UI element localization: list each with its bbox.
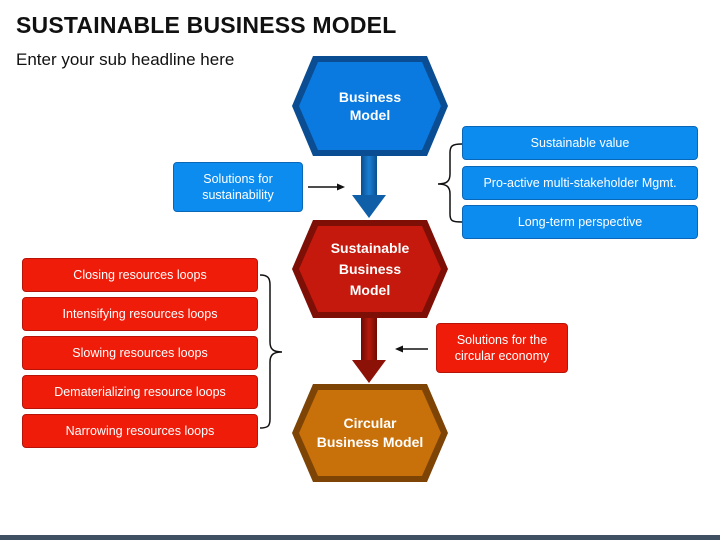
hexagon-sustainable-business-model [292, 220, 448, 318]
hexagon-label-sustainable-business-model: Sustainable Business Model [330, 239, 410, 298]
dematerializing-resource-loops-box: Dematerializing resource loops [22, 375, 258, 409]
narrowing-resources-loops-box: Narrowing resources loops [22, 414, 258, 448]
arrow-sustainable-to-circular [352, 315, 386, 383]
multi-stakeholder-box: Pro-active multi-stakeholder Mgmt. [462, 166, 698, 200]
sustainable-value-box: Sustainable value [462, 126, 698, 160]
pointer-arrow-left-blue [308, 183, 345, 191]
solutions-for-sustainability-box: Solutions for sustainability [173, 162, 303, 212]
hexagon-business-model [292, 56, 448, 156]
hexagon-label-circular-business-model: Circular Business Model [316, 415, 424, 450]
page-subtitle: Enter your sub headline here [16, 50, 235, 69]
pointer-arrow-right-red [395, 345, 428, 353]
page-title: SUSTAINABLE BUSINESS MODEL [16, 12, 397, 38]
closing-resources-loops-box: Closing resources loops [22, 258, 258, 292]
arrow-business-to-sustainable [352, 152, 386, 218]
curly-bracket-left-group [259, 274, 283, 429]
hexagon-label-business-model: Business Model [338, 89, 402, 123]
intensifying-resources-loops-box: Intensifying resources loops [22, 297, 258, 331]
solutions-for-circular-economy-box: Solutions for the circular economy [436, 323, 568, 373]
curly-bracket-right-group [437, 143, 463, 223]
slowing-resources-loops-box: Slowing resources loops [22, 336, 258, 370]
long-term-perspective-box: Long-term perspective [462, 205, 698, 239]
footer-bar [0, 535, 720, 540]
hexagon-circular-business-model [292, 384, 448, 482]
